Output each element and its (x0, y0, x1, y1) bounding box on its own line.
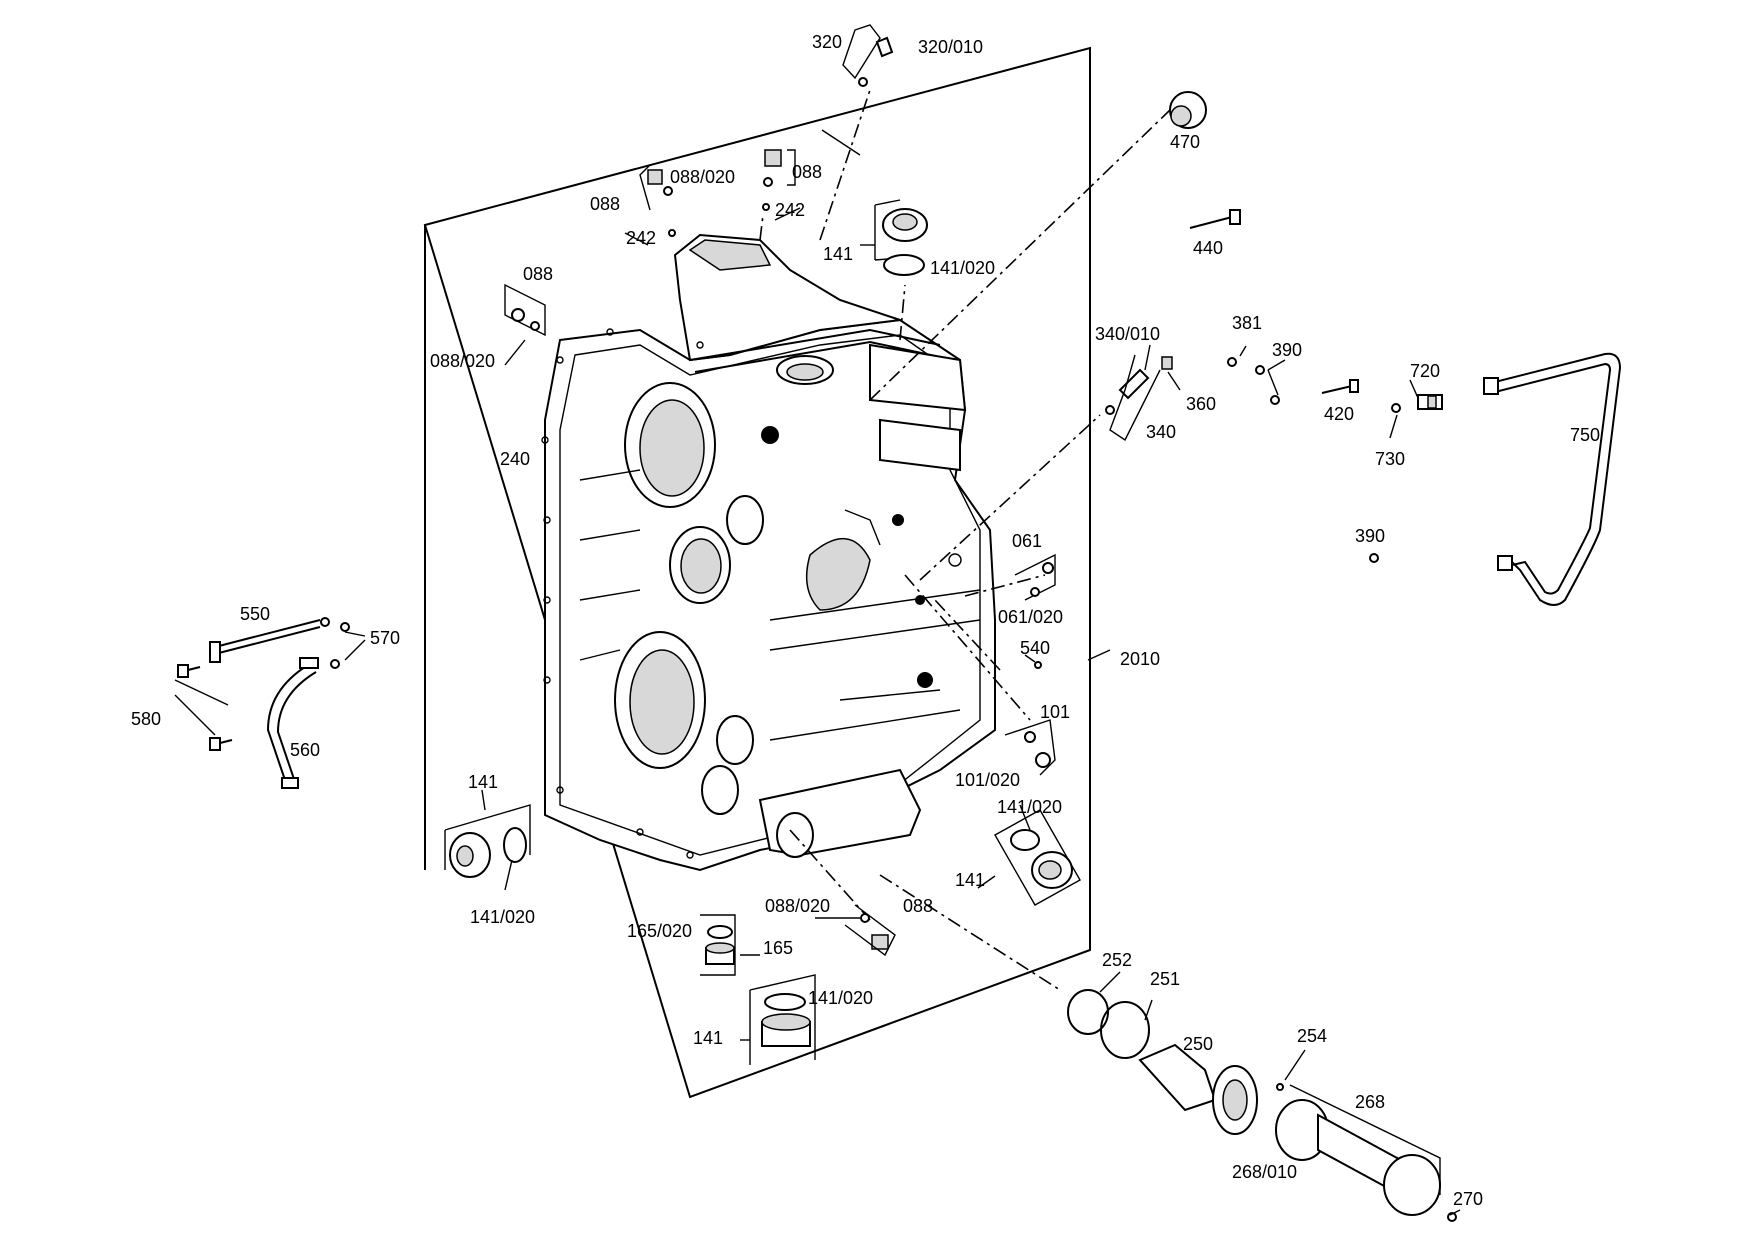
label-242-b: 242 (775, 200, 805, 220)
label-061-020: 061/020 (998, 607, 1063, 627)
label-360: 360 (1186, 394, 1216, 414)
label-270: 270 (1453, 1189, 1483, 1209)
label-340: 340 (1146, 422, 1176, 442)
label-141-020-left: 141/020 (470, 907, 535, 927)
label-141-020-top: 141/020 (930, 258, 995, 278)
label-165-020: 165/020 (627, 921, 692, 941)
label-440: 440 (1193, 238, 1223, 258)
label-254: 254 (1297, 1026, 1327, 1046)
label-268-010: 268/010 (1232, 1162, 1297, 1182)
label-061: 061 (1012, 531, 1042, 551)
label-242-a: 242 (626, 228, 656, 248)
part-242-a (668, 229, 676, 237)
label-470: 470 (1170, 132, 1200, 152)
part-251 (1100, 1001, 1150, 1059)
part-381 (1227, 357, 1237, 367)
label-340-010: 340/010 (1095, 324, 1160, 344)
part-570-b (330, 659, 340, 669)
label-320: 320 (812, 32, 842, 52)
label-251: 251 (1150, 969, 1180, 989)
part-720 (1391, 394, 1443, 413)
label-088-bottom: 088 (903, 896, 933, 916)
label-101-020: 101/020 (955, 770, 1020, 790)
label-088-020-bottom: 088/020 (765, 896, 830, 916)
label-252: 252 (1102, 950, 1132, 970)
part-250 (1138, 1043, 1258, 1135)
part-252 (1067, 989, 1109, 1035)
label-088-left: 088 (523, 264, 553, 284)
part-268 (1275, 1084, 1441, 1216)
part-141-bottom (749, 974, 816, 1065)
part-088-left (504, 283, 546, 337)
label-141-020-bottom: 141/020 (808, 988, 873, 1008)
label-101: 101 (1040, 702, 1070, 722)
part-560-pipe (266, 657, 319, 789)
label-141-right: 141 (955, 870, 985, 890)
part-061 (1014, 553, 1056, 601)
label-390-b: 390 (1355, 526, 1385, 546)
part-470 (1169, 91, 1207, 129)
part-141-left (444, 804, 531, 878)
part-165 (700, 914, 736, 976)
label-088-020-top: 088/020 (670, 167, 735, 187)
label-250: 250 (1183, 1034, 1213, 1054)
label-720: 720 (1410, 361, 1440, 381)
label-560: 560 (290, 740, 320, 760)
part-540 (1034, 661, 1042, 669)
part-420 (1321, 379, 1359, 394)
label-165: 165 (763, 938, 793, 958)
part-390-a2 (1270, 395, 1280, 405)
leader-lines (174, 129, 1461, 1216)
label-240: 240 (500, 449, 530, 469)
part-750-pipe (1483, 352, 1622, 606)
part-141-top (874, 199, 928, 276)
label-550: 550 (240, 604, 270, 624)
label-141-020-right: 141/020 (997, 797, 1062, 817)
label-141-top: 141 (823, 244, 853, 264)
part-242-b (762, 203, 770, 211)
part-088-bottom (844, 904, 896, 957)
part-320 (842, 24, 894, 87)
label-2010: 2010 (1120, 649, 1160, 669)
label-390-a: 390 (1272, 340, 1302, 360)
part-088-top (639, 149, 796, 211)
part-570-a (340, 622, 350, 632)
label-141-left: 141 (468, 772, 498, 792)
label-088-top-right: 088 (792, 162, 822, 182)
label-750: 750 (1570, 425, 1600, 445)
label-570: 570 (370, 628, 400, 648)
label-268: 268 (1355, 1092, 1385, 1112)
label-088-020-left: 088/020 (430, 351, 495, 371)
part-340 (1105, 354, 1173, 442)
part-101 (1004, 719, 1056, 776)
part-550 (209, 617, 330, 663)
label-141-bottom: 141 (693, 1028, 723, 1048)
transmission-housing (541, 233, 996, 872)
part-254 (1276, 1083, 1284, 1091)
part-labels: 320 320/010 470 088/020 088 088 242 242 … (131, 32, 1600, 1209)
part-390-a (1255, 365, 1265, 375)
label-088-top-left: 088 (590, 194, 620, 214)
part-580 (177, 664, 233, 751)
label-540: 540 (1020, 638, 1050, 658)
label-381: 381 (1232, 313, 1262, 333)
part-390-b (1369, 553, 1379, 563)
label-580: 580 (131, 709, 161, 729)
label-320-010: 320/010 (918, 37, 983, 57)
label-730: 730 (1375, 449, 1405, 469)
label-420: 420 (1324, 404, 1354, 424)
part-440 (1189, 209, 1241, 229)
part-141-right (994, 809, 1081, 906)
